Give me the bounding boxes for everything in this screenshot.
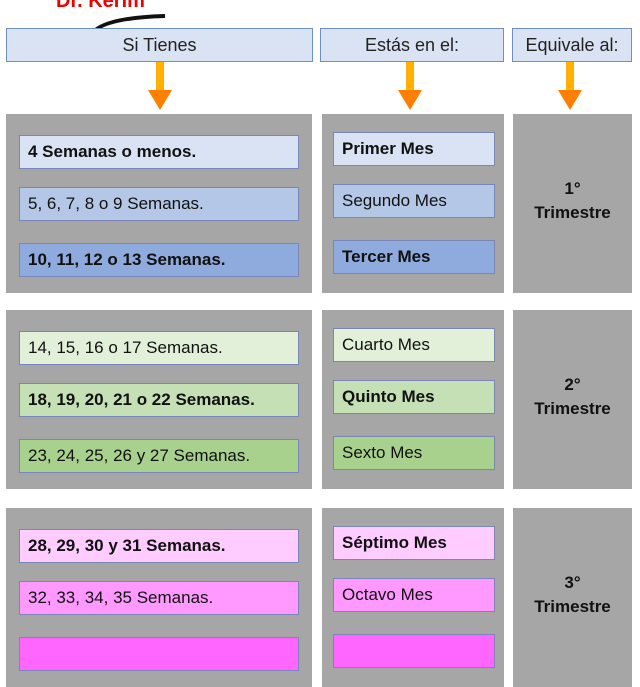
weeks-box — [19, 637, 299, 671]
trimester-label: 1°Trimestre — [534, 179, 611, 222]
month-box: Octavo Mes — [333, 578, 495, 612]
weeks-box: 14, 15, 16 o 17 Semanas. — [19, 331, 299, 365]
trimester-panel — [513, 114, 632, 293]
weeks-box: 32, 33, 34, 35 Semanas. — [19, 581, 299, 615]
weeks-box: 18, 19, 20, 21 o 22 Semanas. — [19, 383, 299, 417]
weeks-box: 10, 11, 12 o 13 Semanas. — [19, 243, 299, 277]
month-box: Cuarto Mes — [333, 328, 495, 362]
month-box: Quinto Mes — [333, 380, 495, 414]
trimester-panel — [513, 310, 632, 489]
weeks-box: 5, 6, 7, 8 o 9 Semanas. — [19, 187, 299, 221]
month-box: Primer Mes — [333, 132, 495, 166]
header-equivale: Equivale al: — [512, 28, 632, 62]
down-arrow-icon — [558, 62, 582, 110]
month-box: Tercer Mes — [333, 240, 495, 274]
weeks-box: 28, 29, 30 y 31 Semanas. — [19, 529, 299, 563]
month-box: Sexto Mes — [333, 436, 495, 470]
down-arrow-icon — [398, 62, 422, 110]
header-si-tienes: Si Tienes — [6, 28, 313, 62]
weeks-box: 4 Semanas o menos. — [19, 135, 299, 169]
logo: Dr. Kerim — [56, 0, 145, 12]
month-box: Segundo Mes — [333, 184, 495, 218]
header-estas-en: Estás en el: — [320, 28, 504, 62]
down-arrow-icon — [148, 62, 172, 110]
weeks-box: 23, 24, 25, 26 y 27 Semanas. — [19, 439, 299, 473]
trimester-label: 3°Trimestre — [534, 573, 611, 616]
trimester-label: 2°Trimestre — [534, 375, 611, 418]
month-box — [333, 634, 495, 668]
month-box: Séptimo Mes — [333, 526, 495, 560]
